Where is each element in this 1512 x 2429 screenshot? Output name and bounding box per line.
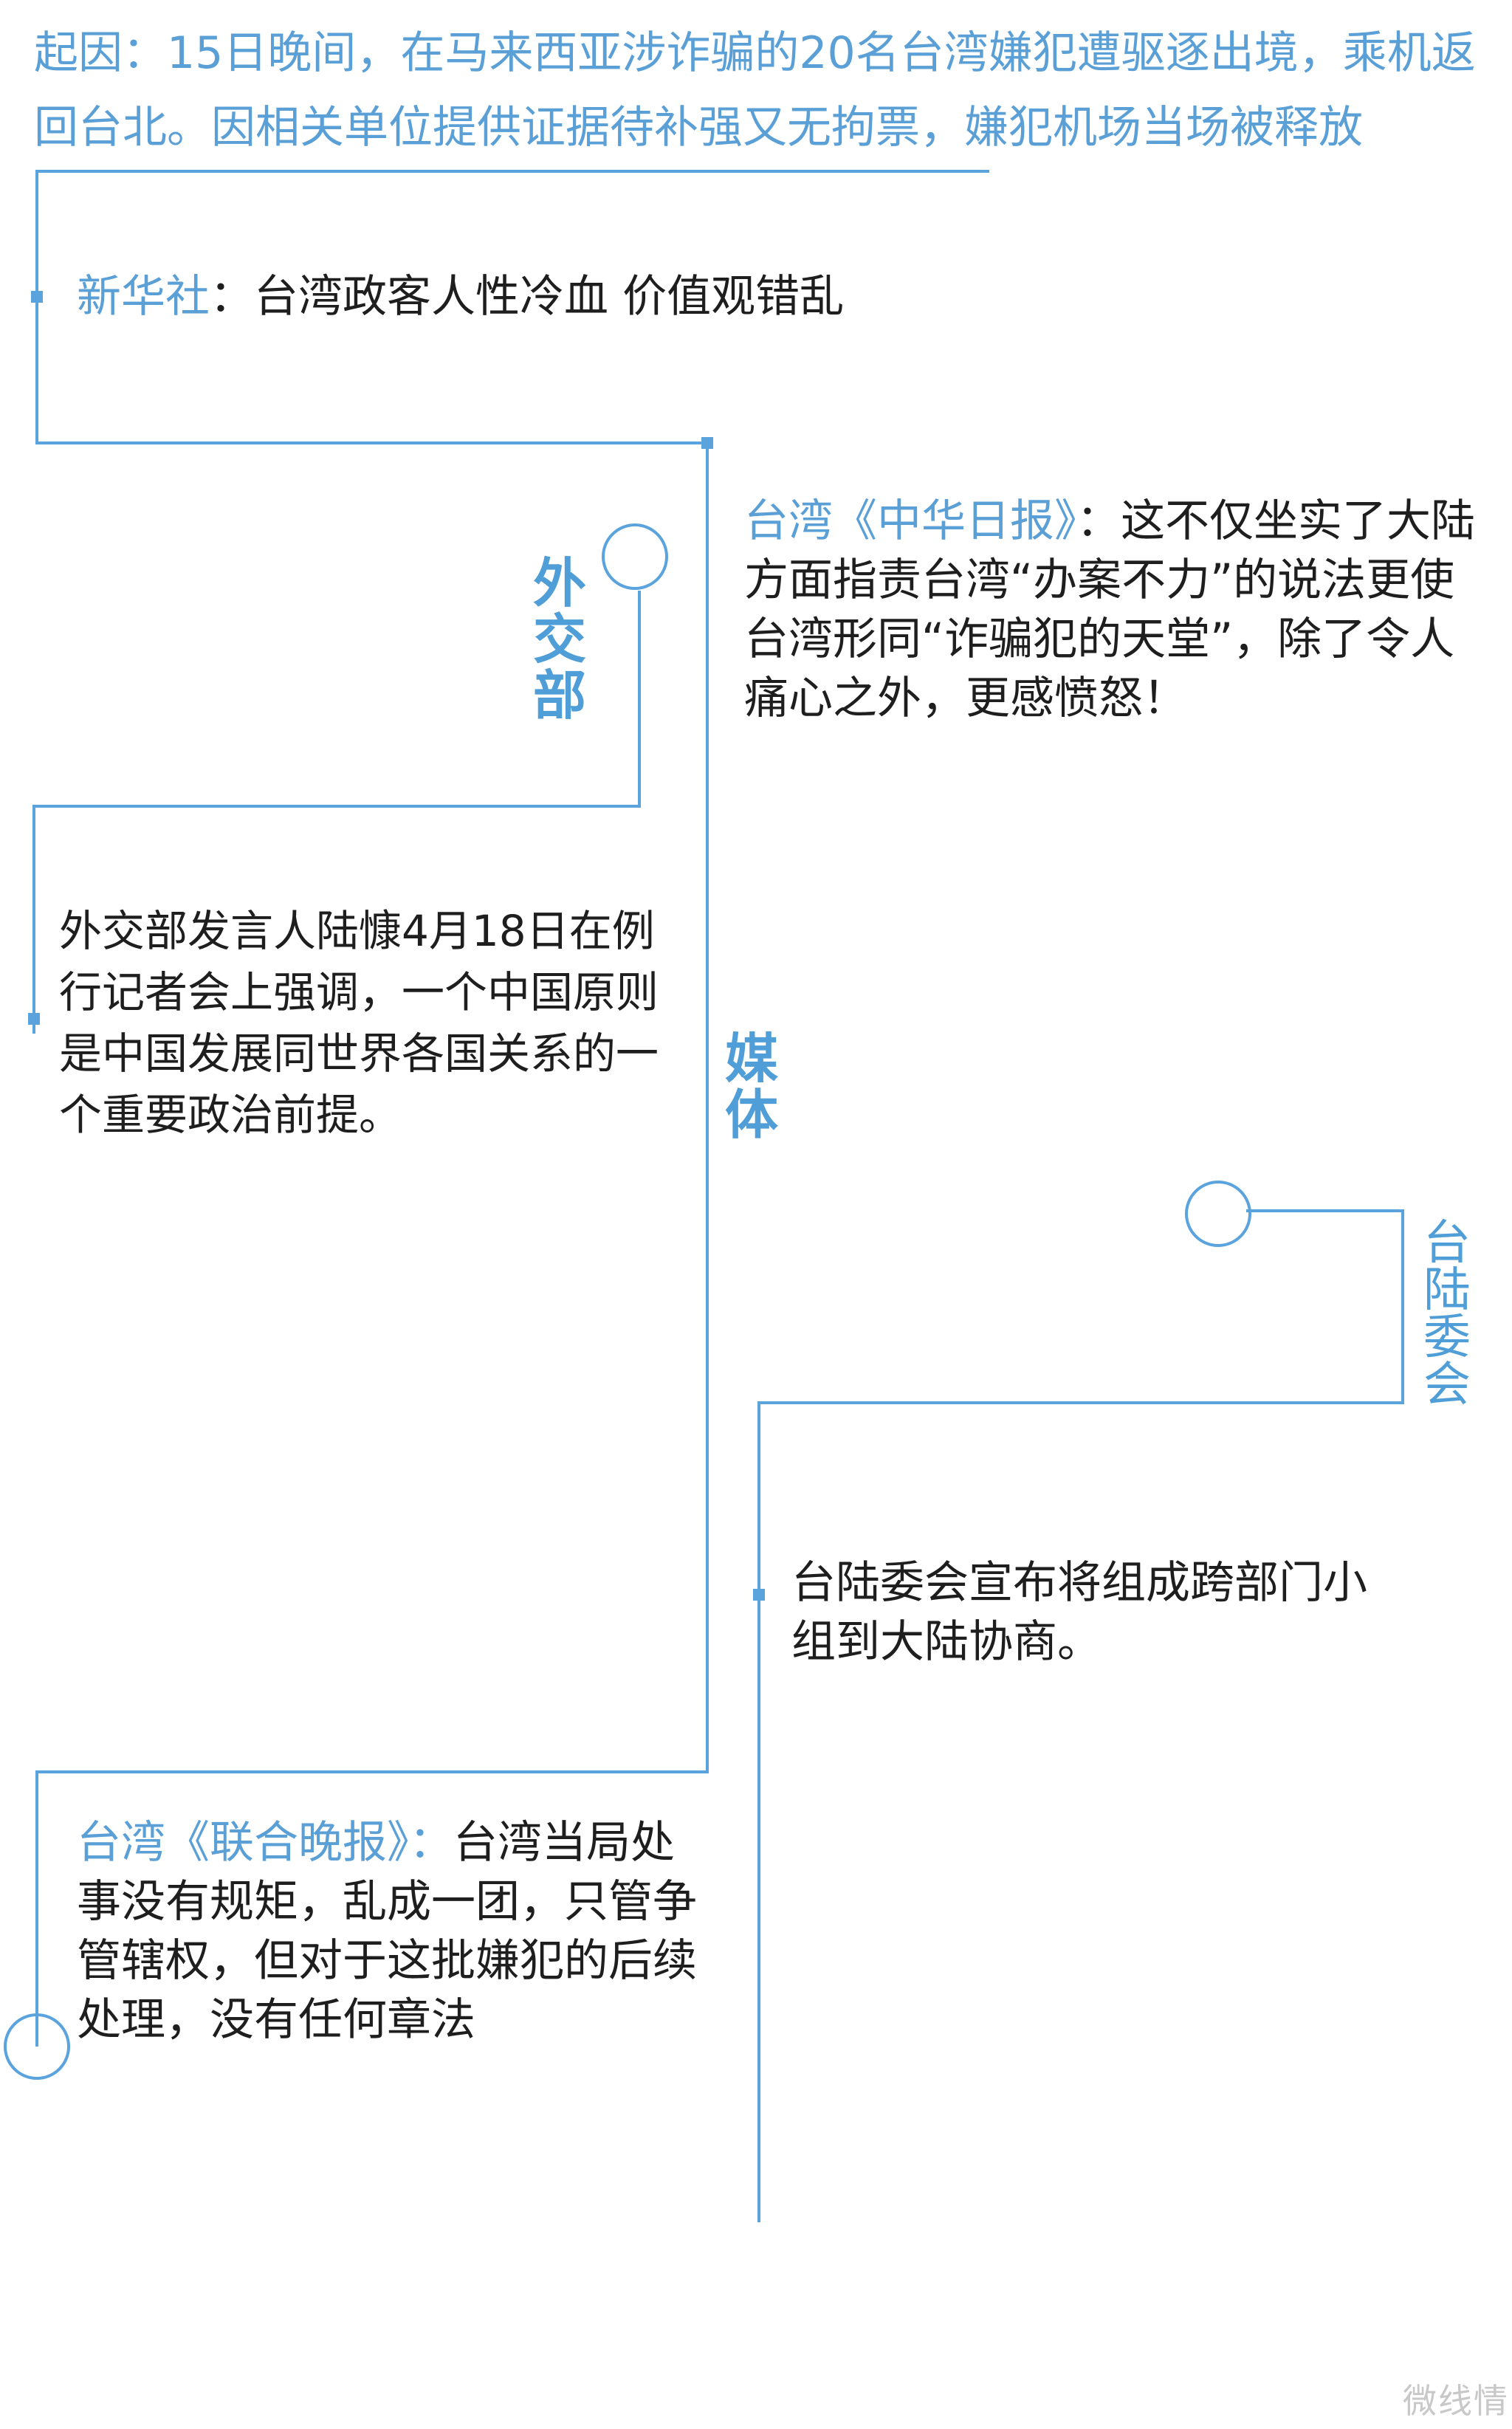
lianhe-text: 台湾当局处事没有规矩，乱成一团，只管争管辖权，但对于这批嫌犯的后续处理，没有任何… (77, 1817, 697, 2046)
xinhua-source: 新华社 (77, 271, 210, 323)
xinhua-bullet (31, 291, 43, 303)
zhonghua-text: ：这不仅坐实了大陆方面指责台湾“办案不力”的说法更使台湾形同“诈骗犯的天堂”，除… (744, 495, 1475, 724)
luweihui-connector (757, 1209, 1404, 2222)
waijiaobu-node-ring (602, 523, 668, 590)
junction-bullet (701, 437, 713, 449)
waijiaobu-bullet (28, 1013, 40, 1025)
label-meiti: 媒体 (724, 1028, 778, 1146)
xinhua-sep: ： (210, 271, 254, 323)
waijiaobu-connector (32, 591, 641, 1034)
label-waijiaobu: 外交部 (532, 552, 586, 726)
lianhe-quote: 台湾《联合晚报》：台湾当局处事没有规矩，乱成一团，只管争管辖权，但对于这批嫌犯的… (77, 1813, 697, 2050)
waijiaobu-statement: 外交部发言人陆慷4月18日在例行记者会上强调，一个中国原则是中国发展同世界各国关… (59, 906, 659, 1140)
xinhua-text: 台湾政客人性冷血 价值观错乱 (254, 271, 845, 323)
luweihui-statement: 台陆委会宣布将组成跨部门小组到大陆协商。 (791, 1557, 1367, 1668)
luweihui-node-ring (1185, 1181, 1251, 1247)
label-luweihui: 台陆委会 (1423, 1216, 1471, 1412)
watermark: 微线情 (1403, 2381, 1509, 2421)
lianhe-node-ring (4, 2013, 70, 2080)
zhonghua-source: 台湾《中华日报》 (744, 495, 1076, 547)
intro-text: 起因：15日晚间，在马来西亚涉诈骗的20名台湾嫌犯遭驱逐出境，乘机返回台北。因相… (34, 27, 1476, 154)
lianhe-source: 台湾《联合晚报》： (77, 1817, 453, 1869)
xinhua-quote: 新华社：台湾政客人性冷血 价值观错乱 (77, 267, 844, 326)
luweihui-bullet (753, 1589, 765, 1601)
zhonghua-quote: 台湾《中华日报》：这不仅坐实了大陆方面指责台湾“办案不力”的说法更使台湾形同“诈… (744, 492, 1497, 728)
